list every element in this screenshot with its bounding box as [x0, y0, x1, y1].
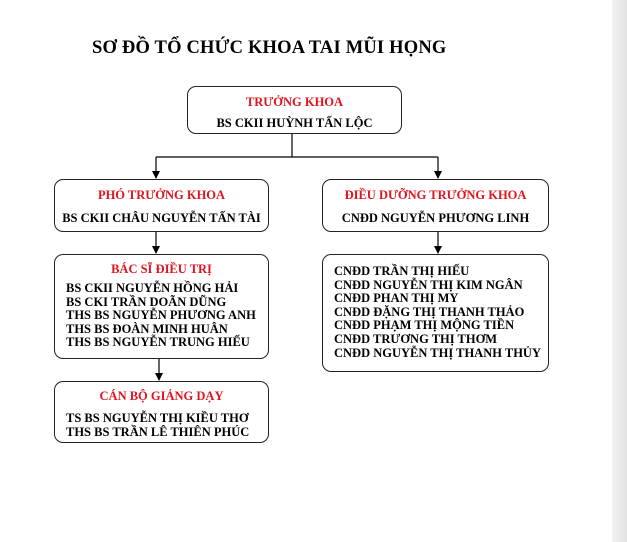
head-of-department-box: TRƯỞNG KHOA BS CKII HUỲNH TẤN LỘC [187, 86, 402, 134]
head-nurse-box: ĐIỀU DƯỠNG TRƯỞNG KHOA CNĐD NGUYỄN PHƯƠN… [322, 179, 549, 232]
nurses-box: CNĐD TRẦN THỊ HIẾU CNĐD NGUYỄN THỊ KIM N… [322, 254, 549, 372]
list-item: CNĐD NGUYỄN THỊ KIM NGÂN [334, 277, 523, 292]
deputy-head-role: PHÓ TRƯỞNG KHOA [97, 188, 226, 202]
list-item: CNĐD PHẠM THỊ MỘNG TIỀN [334, 318, 515, 333]
teaching-staff-role: CÁN BỘ GIẢNG DẠY [99, 389, 224, 403]
list-item: THS BS ĐOÀN MINH HUÂN [66, 321, 228, 336]
list-item: CNĐD TRƯƠNG THỊ THƠM [334, 331, 498, 346]
list-item: THS BS NGUYỄN TRUNG HIẾU [66, 335, 250, 350]
list-item: CNĐD ĐẶNG THỊ THANH THẢO [334, 304, 525, 319]
chart-title: SƠ ĐỒ TỔ CHỨC KHOA TAI MŨI HỌNG [92, 38, 447, 58]
list-item: TS BS NGUYỄN THỊ KIỀU THƠ [66, 411, 249, 425]
physicians-role: BÁC SĨ ĐIỀU TRỊ [111, 262, 212, 276]
list-item: CNĐD TRẦN THỊ HIẾU [334, 264, 470, 278]
head-of-department-role: TRƯỞNG KHOA [245, 95, 344, 109]
page-edge-shadow [612, 0, 627, 542]
teaching-staff-list: TS BS NGUYỄN THỊ KIỀU THƠ THS BS TRẦN LÊ… [55, 411, 268, 439]
physicians-list: BS CKII NGUYỄN HỒNG HẢI BS CKI TRẦN DOÃN… [55, 281, 268, 350]
physicians-box: BÁC SĨ ĐIỀU TRỊ BS CKII NGUYỄN HỒNG HẢI … [54, 254, 269, 359]
list-item: CNĐD NGUYỄN THỊ THANH THỦY [334, 345, 541, 360]
head-nurse-name: CNĐD NGUYỄN PHƯƠNG LINH [341, 211, 530, 225]
list-item: CNĐD PHAN THỊ MY [334, 291, 459, 306]
deputy-head-box: PHÓ TRƯỞNG KHOA BS CKII CHÂU NGUYỄN TẤN … [54, 179, 269, 232]
head-nurse-role: ĐIỀU DƯỠNG TRƯỞNG KHOA [344, 188, 527, 202]
list-item: THS BS TRẦN LÊ THIÊN PHÚC [66, 424, 250, 439]
head-of-department-name: BS CKII HUỲNH TẤN LỘC [216, 116, 373, 130]
deputy-head-name: BS CKII CHÂU NGUYỄN TẤN TÀI [62, 211, 261, 225]
list-item: BS CKII NGUYỄN HỒNG HẢI [66, 281, 239, 295]
list-item: BS CKI TRẦN DOÃN DŨNG [66, 294, 227, 309]
nurses-list: CNĐD TRẦN THỊ HIẾU CNĐD NGUYỄN THỊ KIM N… [323, 264, 548, 360]
list-item: THS BS NGUYỄN PHƯƠNG ANH [66, 308, 256, 323]
teaching-staff-box: CÁN BỘ GIẢNG DẠY TS BS NGUYỄN THỊ KIỀU T… [54, 381, 269, 443]
